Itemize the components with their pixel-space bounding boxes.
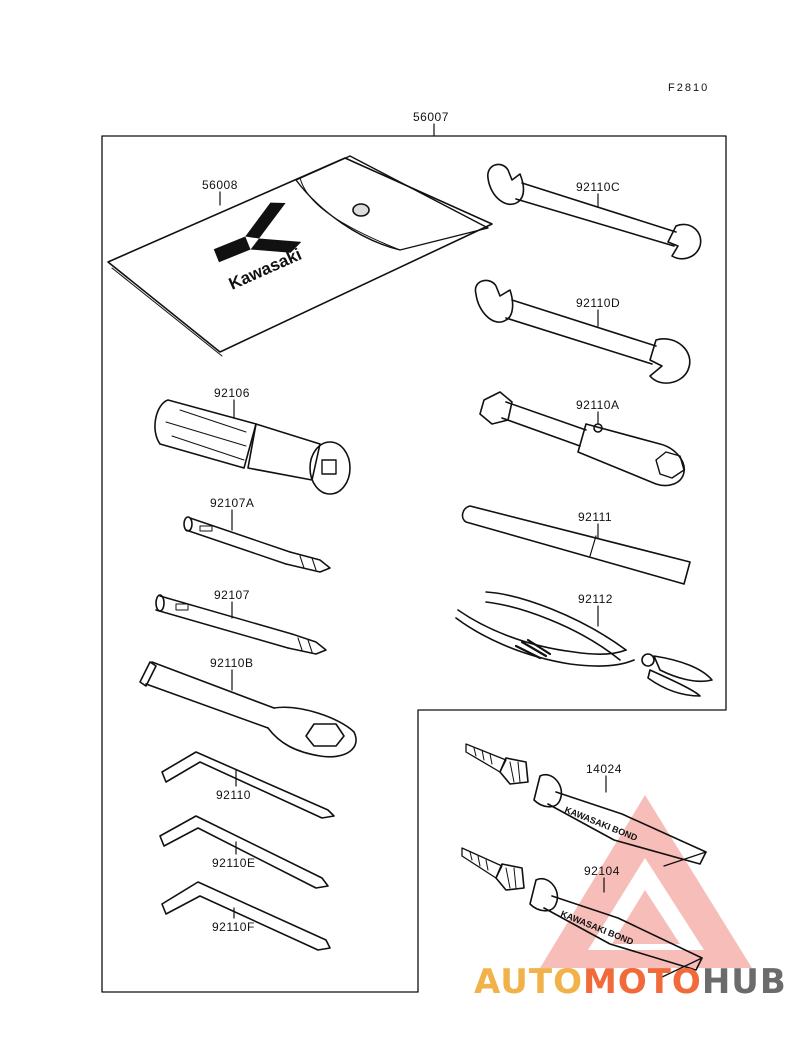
watermark-logo: AUTOMOTOHUB [474,962,787,1002]
label-92112: 92112 [578,592,613,606]
label-92110b: 92110B [210,656,254,670]
label-92107a: 92107A [210,496,255,510]
kawasaki-k-logo-icon [213,202,302,263]
ring-spanner [139,661,357,758]
label-14024: 14024 [586,762,622,776]
pliers [455,591,713,697]
label-92110d: 92110D [576,296,621,310]
label-92110a: 92110A [576,398,620,412]
label-92110: 92110 [216,788,251,802]
screwdriver-bit-a [183,516,331,573]
watermark-part-auto: AUTO [474,962,583,1002]
screwdriver-handle [154,399,351,495]
watermark-triangle-icon [540,795,752,968]
label-56007: 56007 [413,110,449,124]
hex-key [161,751,335,819]
hex-key-f [161,881,331,951]
hex-key-e [159,815,329,889]
label-92107: 92107 [214,588,250,602]
label-92104: 92104 [584,864,620,878]
label-92110e: 92110E [212,856,256,870]
label-56008: 56008 [202,178,238,192]
figure-code: F2810 [668,82,710,94]
watermark-part-hub: HUB [701,962,787,1002]
label-92110c: 92110C [576,180,621,194]
tool-bag: Kawasaki [107,155,493,357]
label-92110f: 92110F [212,920,255,934]
open-wrench-d [474,279,691,384]
open-wrench-c [487,163,702,260]
flat-lever [461,505,691,585]
label-92111: 92111 [578,510,613,524]
label-92106: 92106 [214,386,250,400]
assembly-frame [101,135,727,993]
watermark-part-moto: MOTO [582,962,702,1002]
screwdriver-bit [155,594,327,655]
